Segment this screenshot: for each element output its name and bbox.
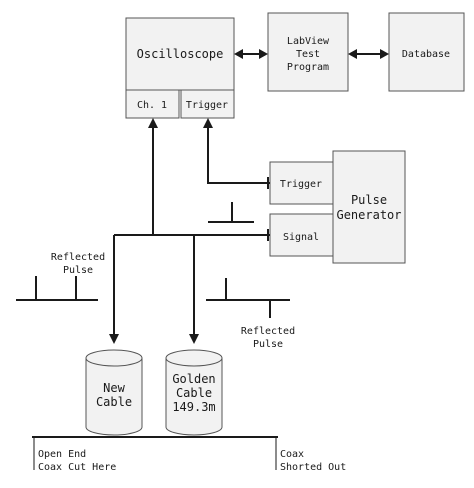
- scope-trigger-label: Trigger: [186, 100, 228, 111]
- oscilloscope-label: Oscilloscope: [137, 47, 224, 61]
- reflected-right-label-line2: Pulse: [253, 339, 283, 350]
- pulse-generator-label-line2: Generator: [336, 208, 401, 222]
- pg-trigger-box: [269, 161, 334, 205]
- labview-label-line1: LabView: [287, 36, 330, 47]
- new-cable-top: [85, 349, 143, 367]
- pulse-generator-label-line1: Pulse: [351, 193, 387, 207]
- labview-label-line2: Test: [296, 49, 320, 60]
- new-cable-wire: [109, 235, 119, 344]
- new-cable-node: New Cable: [85, 349, 143, 436]
- golden-cable-top: [165, 349, 223, 367]
- golden-cable-node: Golden Cable 149.3m: [165, 349, 223, 436]
- pg-signal-label: Signal: [283, 232, 319, 243]
- golden-cable-wire: [189, 235, 199, 344]
- reflected-left-label-line1: Reflected: [51, 252, 105, 263]
- reflected-pulse-right: Reflected Pulse: [206, 278, 295, 350]
- arrowhead-down: [109, 334, 119, 344]
- golden-cable-label-line2: Cable: [176, 386, 212, 400]
- pg-trigger-port: Trigger: [269, 161, 334, 205]
- arrowhead-left: [234, 49, 243, 59]
- arrowhead-down: [189, 334, 199, 344]
- pulse-generator-box: [332, 150, 406, 264]
- ch1-box: [125, 89, 180, 119]
- signal-wire: [114, 229, 270, 241]
- scope-labview-link: [234, 49, 268, 59]
- new-cable-label-line2: Cable: [96, 395, 132, 409]
- new-cable-body: [85, 358, 143, 436]
- scope-ch1-port: Ch. 1: [125, 89, 180, 119]
- shorted-label-line1: Coax: [280, 449, 304, 460]
- labview-node: LabView Test Program: [267, 12, 349, 92]
- trigger-wire: [203, 118, 270, 189]
- new-cable-label-line1: New: [103, 381, 125, 395]
- golden-cable-label-line1: Golden: [172, 372, 215, 386]
- pulse-symbol-center: [208, 202, 254, 223]
- database-node: Database: [388, 12, 465, 92]
- scope-trigger-box: [180, 89, 235, 119]
- labview-box: [267, 12, 349, 92]
- database-box: [388, 12, 465, 92]
- arrowhead-left: [348, 49, 357, 59]
- arrowhead-right: [380, 49, 389, 59]
- scope-trigger-port: Trigger: [180, 89, 235, 119]
- oscilloscope-box: [125, 17, 235, 91]
- pg-signal-box: [269, 213, 334, 257]
- ch1-label: Ch. 1: [137, 100, 167, 111]
- reflected-right-label-line1: Reflected: [241, 326, 295, 337]
- pg-trigger-label: Trigger: [280, 179, 322, 190]
- cable-end-line: [32, 436, 278, 470]
- database-label: Database: [402, 49, 450, 60]
- pg-signal-port: Signal: [269, 213, 334, 257]
- labview-label-line3: Program: [287, 62, 329, 73]
- golden-cable-label-line3: 149.3m: [172, 400, 215, 414]
- oscilloscope-node: Oscilloscope: [125, 17, 235, 91]
- labview-database-link: [348, 49, 389, 59]
- open-end-label-line1: Open End: [38, 449, 86, 460]
- shorted-label-line2: Shorted Out: [280, 462, 346, 473]
- arrowhead-up: [148, 118, 158, 128]
- arrowhead-up: [203, 118, 213, 128]
- ch1-wire: [148, 118, 158, 235]
- reflected-pulse-left: Reflected Pulse: [16, 252, 105, 301]
- reflected-left-label-line2: Pulse: [63, 265, 93, 276]
- golden-cable-body: [165, 358, 223, 436]
- open-end-label-line2: Coax Cut Here: [38, 462, 116, 473]
- pulse-generator-node: Pulse Generator: [332, 150, 406, 264]
- arrowhead-right: [259, 49, 268, 59]
